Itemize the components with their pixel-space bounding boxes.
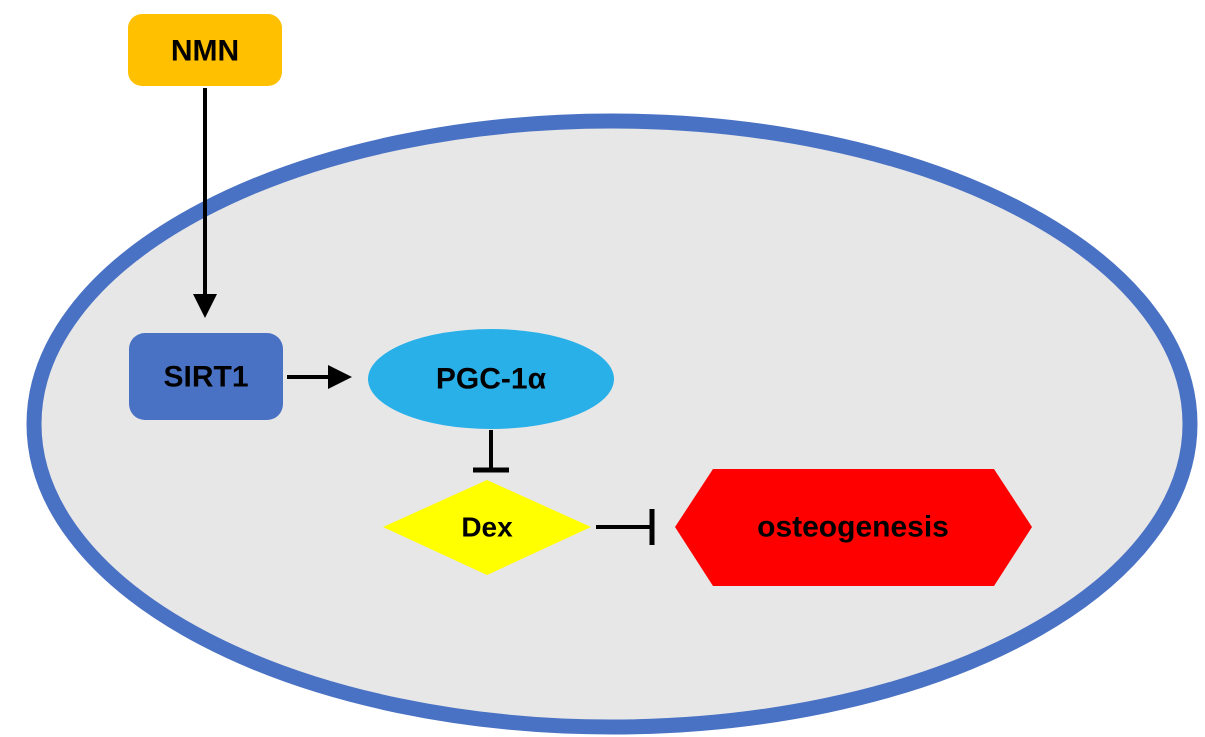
pgc1a-ellipse <box>368 329 614 429</box>
node-osteogenesis: osteogenesis <box>675 469 1032 586</box>
sirt1-label: SIRT1 <box>163 361 248 394</box>
node-sirt1: SIRT1 <box>129 333 283 420</box>
osteogenesis-label: osteogenesis <box>757 511 949 544</box>
node-pgc1a: PGC-1α <box>368 329 614 429</box>
edge-pgc1a-to-dex <box>473 430 509 473</box>
dex-label: Dex <box>461 512 513 543</box>
nmn-label: NMN <box>171 35 239 68</box>
node-dex: Dex <box>383 480 591 575</box>
osteogenesis-hexagon <box>675 469 1032 586</box>
nmn-box <box>128 14 282 86</box>
edge-dex-to-osteogenesis <box>596 509 655 545</box>
pgc1a-label: PGC-1α <box>436 363 547 396</box>
sirt1-box <box>129 333 283 420</box>
dex-diamond <box>383 480 591 575</box>
cell-membrane-ellipse <box>26 113 1198 735</box>
node-nmn: NMN <box>128 14 282 86</box>
